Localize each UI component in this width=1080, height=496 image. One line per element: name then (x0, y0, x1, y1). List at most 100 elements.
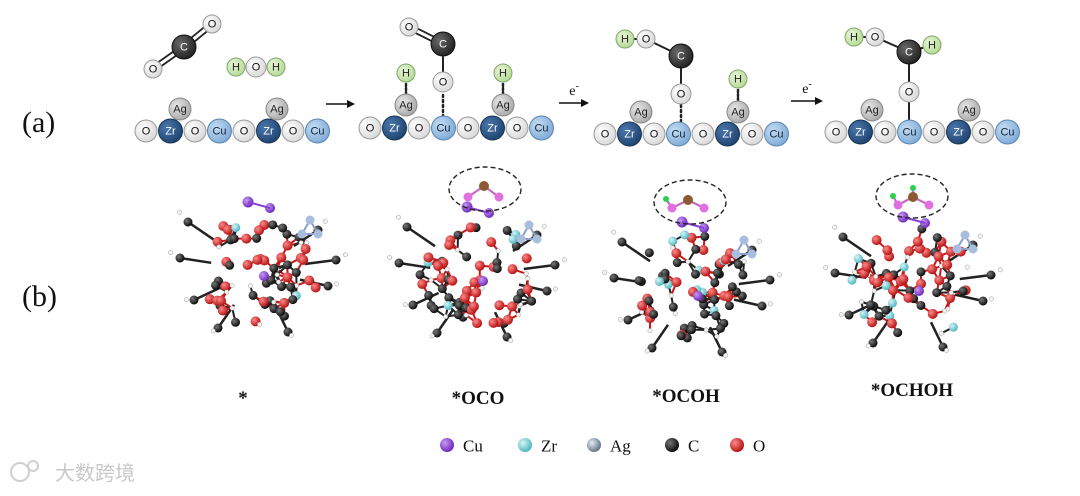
scene2-substrate-5-zr-atom: Zr (480, 115, 505, 141)
atom-symbol: Cu (1000, 127, 1014, 139)
scene3-ocoh-o-top-o-atom: O (636, 29, 656, 49)
legend-label: O (753, 437, 765, 456)
step-label-bare: * (238, 388, 248, 409)
atom-symbol: H (499, 68, 507, 80)
scene1-substrate-5-zr-atom: Zr (256, 118, 281, 144)
legend-item-c: C (665, 437, 699, 456)
scene1-co2-o1-o-atom: O (143, 59, 163, 79)
scene2-ag-right-ag-atom: Ag (491, 93, 515, 117)
atom-symbol: Zr (487, 123, 498, 135)
atom-symbol: C (677, 51, 685, 63)
scene4-substrate-4-o-atom: O (922, 120, 946, 144)
scene3-ag-left-ag-atom: Ag (629, 100, 653, 124)
scene3-h-right-h-atom: H (728, 69, 748, 89)
scene1-substrate-0-o-atom: O (134, 119, 158, 143)
scene4-substrate-7-cu-atom: Cu (995, 119, 1020, 145)
atom-symbol: O (748, 129, 757, 141)
watermark-logo-dot-icon (27, 460, 39, 472)
scene4-ochoh-h-left-h-atom: H (844, 27, 864, 47)
atom-symbol: O (881, 127, 890, 139)
scene1-co2-c-c-atom: C (171, 34, 197, 60)
step-label-oco: *OCO (452, 388, 505, 409)
atom-symbol: O (930, 127, 939, 139)
scene2-ag-left-ag-atom: Ag (394, 93, 418, 117)
scene2-oco-c-c-atom: C (430, 31, 456, 57)
scene1-h2o-h2-h-atom: H (266, 57, 286, 77)
scene3-ag-right-ag-atom: Ag (726, 100, 750, 124)
scene2-h-right-h-atom: H (493, 63, 513, 83)
atom-symbol: Cu (310, 126, 324, 138)
scene1-substrate-4-o-atom: O (232, 119, 256, 143)
atom-symbol: Zr (263, 126, 274, 138)
atom-symbol: O (699, 129, 708, 141)
electron-superscript: - (575, 81, 578, 92)
arrow-step-2: e- (559, 81, 589, 107)
legend-label: Cu (463, 437, 483, 456)
legend-swatch (440, 438, 454, 452)
atom-symbol: O (905, 87, 914, 99)
scene1-substrate-1-zr-atom: Zr (158, 118, 183, 144)
reaction-arrows: e-e- (326, 79, 823, 108)
cluster-oco-adsorbate-ring (448, 166, 522, 212)
scene2-oco-o-bottom-o-atom: O (432, 71, 454, 93)
scene1-ag-left-ag-atom: Ag (168, 97, 192, 121)
cluster-oco (387, 166, 567, 343)
atom-symbol: H (232, 62, 240, 74)
scene4-ochoh-o-bottom-o-atom: O (898, 81, 920, 103)
atom-symbol: Ag (865, 105, 878, 117)
scene1-substrate-3-cu-atom: Cu (207, 118, 232, 144)
scene1-co2-o2-o-atom: O (202, 14, 222, 34)
atom-symbol: C (905, 47, 913, 59)
scene3-substrate-5-zr-atom: Zr (715, 121, 740, 147)
atom-symbol: Ag (496, 100, 509, 112)
atom-symbol: O (191, 126, 200, 138)
scene3-substrate-0-o-atom: O (593, 122, 617, 146)
atom-symbol: Cu (436, 123, 450, 135)
scene3-ocoh-h-h-atom: H (615, 29, 635, 49)
scene2-substrate-2-o-atom: O (407, 116, 431, 140)
scene3-ocoh-o-bottom-o-atom: O (670, 83, 692, 105)
legend-swatch (518, 438, 532, 452)
electron-label: e- (802, 79, 812, 97)
scene4-substrate-6-o-atom: O (971, 120, 995, 144)
atom-symbol: O (142, 126, 151, 138)
scene3-substrate-1-zr-atom: Zr (617, 121, 642, 147)
step-label-ocoh: *OCOH (652, 386, 720, 407)
scene4-substrate-5-zr-atom: Zr (946, 119, 971, 145)
scene4-substrate-0-o-atom: O (824, 120, 848, 144)
atom-symbol: Ag (962, 105, 975, 117)
atom-symbol: O (871, 32, 880, 44)
scene1-ag-right-ag-atom: Ag (265, 97, 289, 121)
step-labels: * *OCO *OCOH *OCHOH (238, 380, 953, 409)
scene3-substrate-2-o-atom: O (642, 122, 666, 146)
scene4-substrate-3-cu-atom: Cu (897, 119, 922, 145)
scene1-substrate-6-o-atom: O (281, 119, 305, 143)
scene2-h-left-h-atom: H (396, 63, 416, 83)
atom-symbol: Ag (731, 107, 744, 119)
atom-symbol: O (366, 123, 375, 135)
atom-symbol: Ag (634, 107, 647, 119)
atom-symbol: H (734, 74, 742, 86)
atom-symbol: O (677, 89, 686, 101)
atom-symbol: C (180, 42, 188, 54)
atom-symbol: Zr (389, 123, 400, 135)
scene2-oco-o-top-o-atom: O (399, 17, 419, 37)
atom-symbol: O (252, 62, 261, 74)
atom-symbol: H (621, 34, 629, 46)
atom-symbol: Zr (165, 126, 176, 138)
atom-symbol: O (642, 34, 651, 46)
atom-symbol: O (415, 123, 424, 135)
scene4-ag-right-ag-atom: Ag (957, 98, 981, 122)
atom-symbol: Zr (722, 129, 733, 141)
atom-symbol: O (979, 127, 988, 139)
arrow-step-1 (326, 100, 355, 108)
legend-label: Ag (610, 437, 631, 456)
atom-symbol: O (439, 77, 448, 89)
atom-symbol: Cu (212, 126, 226, 138)
legend-item-o: O (730, 437, 765, 456)
scene4-substrate-2-o-atom: O (873, 120, 897, 144)
scene2-substrate-4-o-atom: O (456, 116, 480, 140)
scene4-ochoh-c-c-atom: C (896, 39, 922, 65)
